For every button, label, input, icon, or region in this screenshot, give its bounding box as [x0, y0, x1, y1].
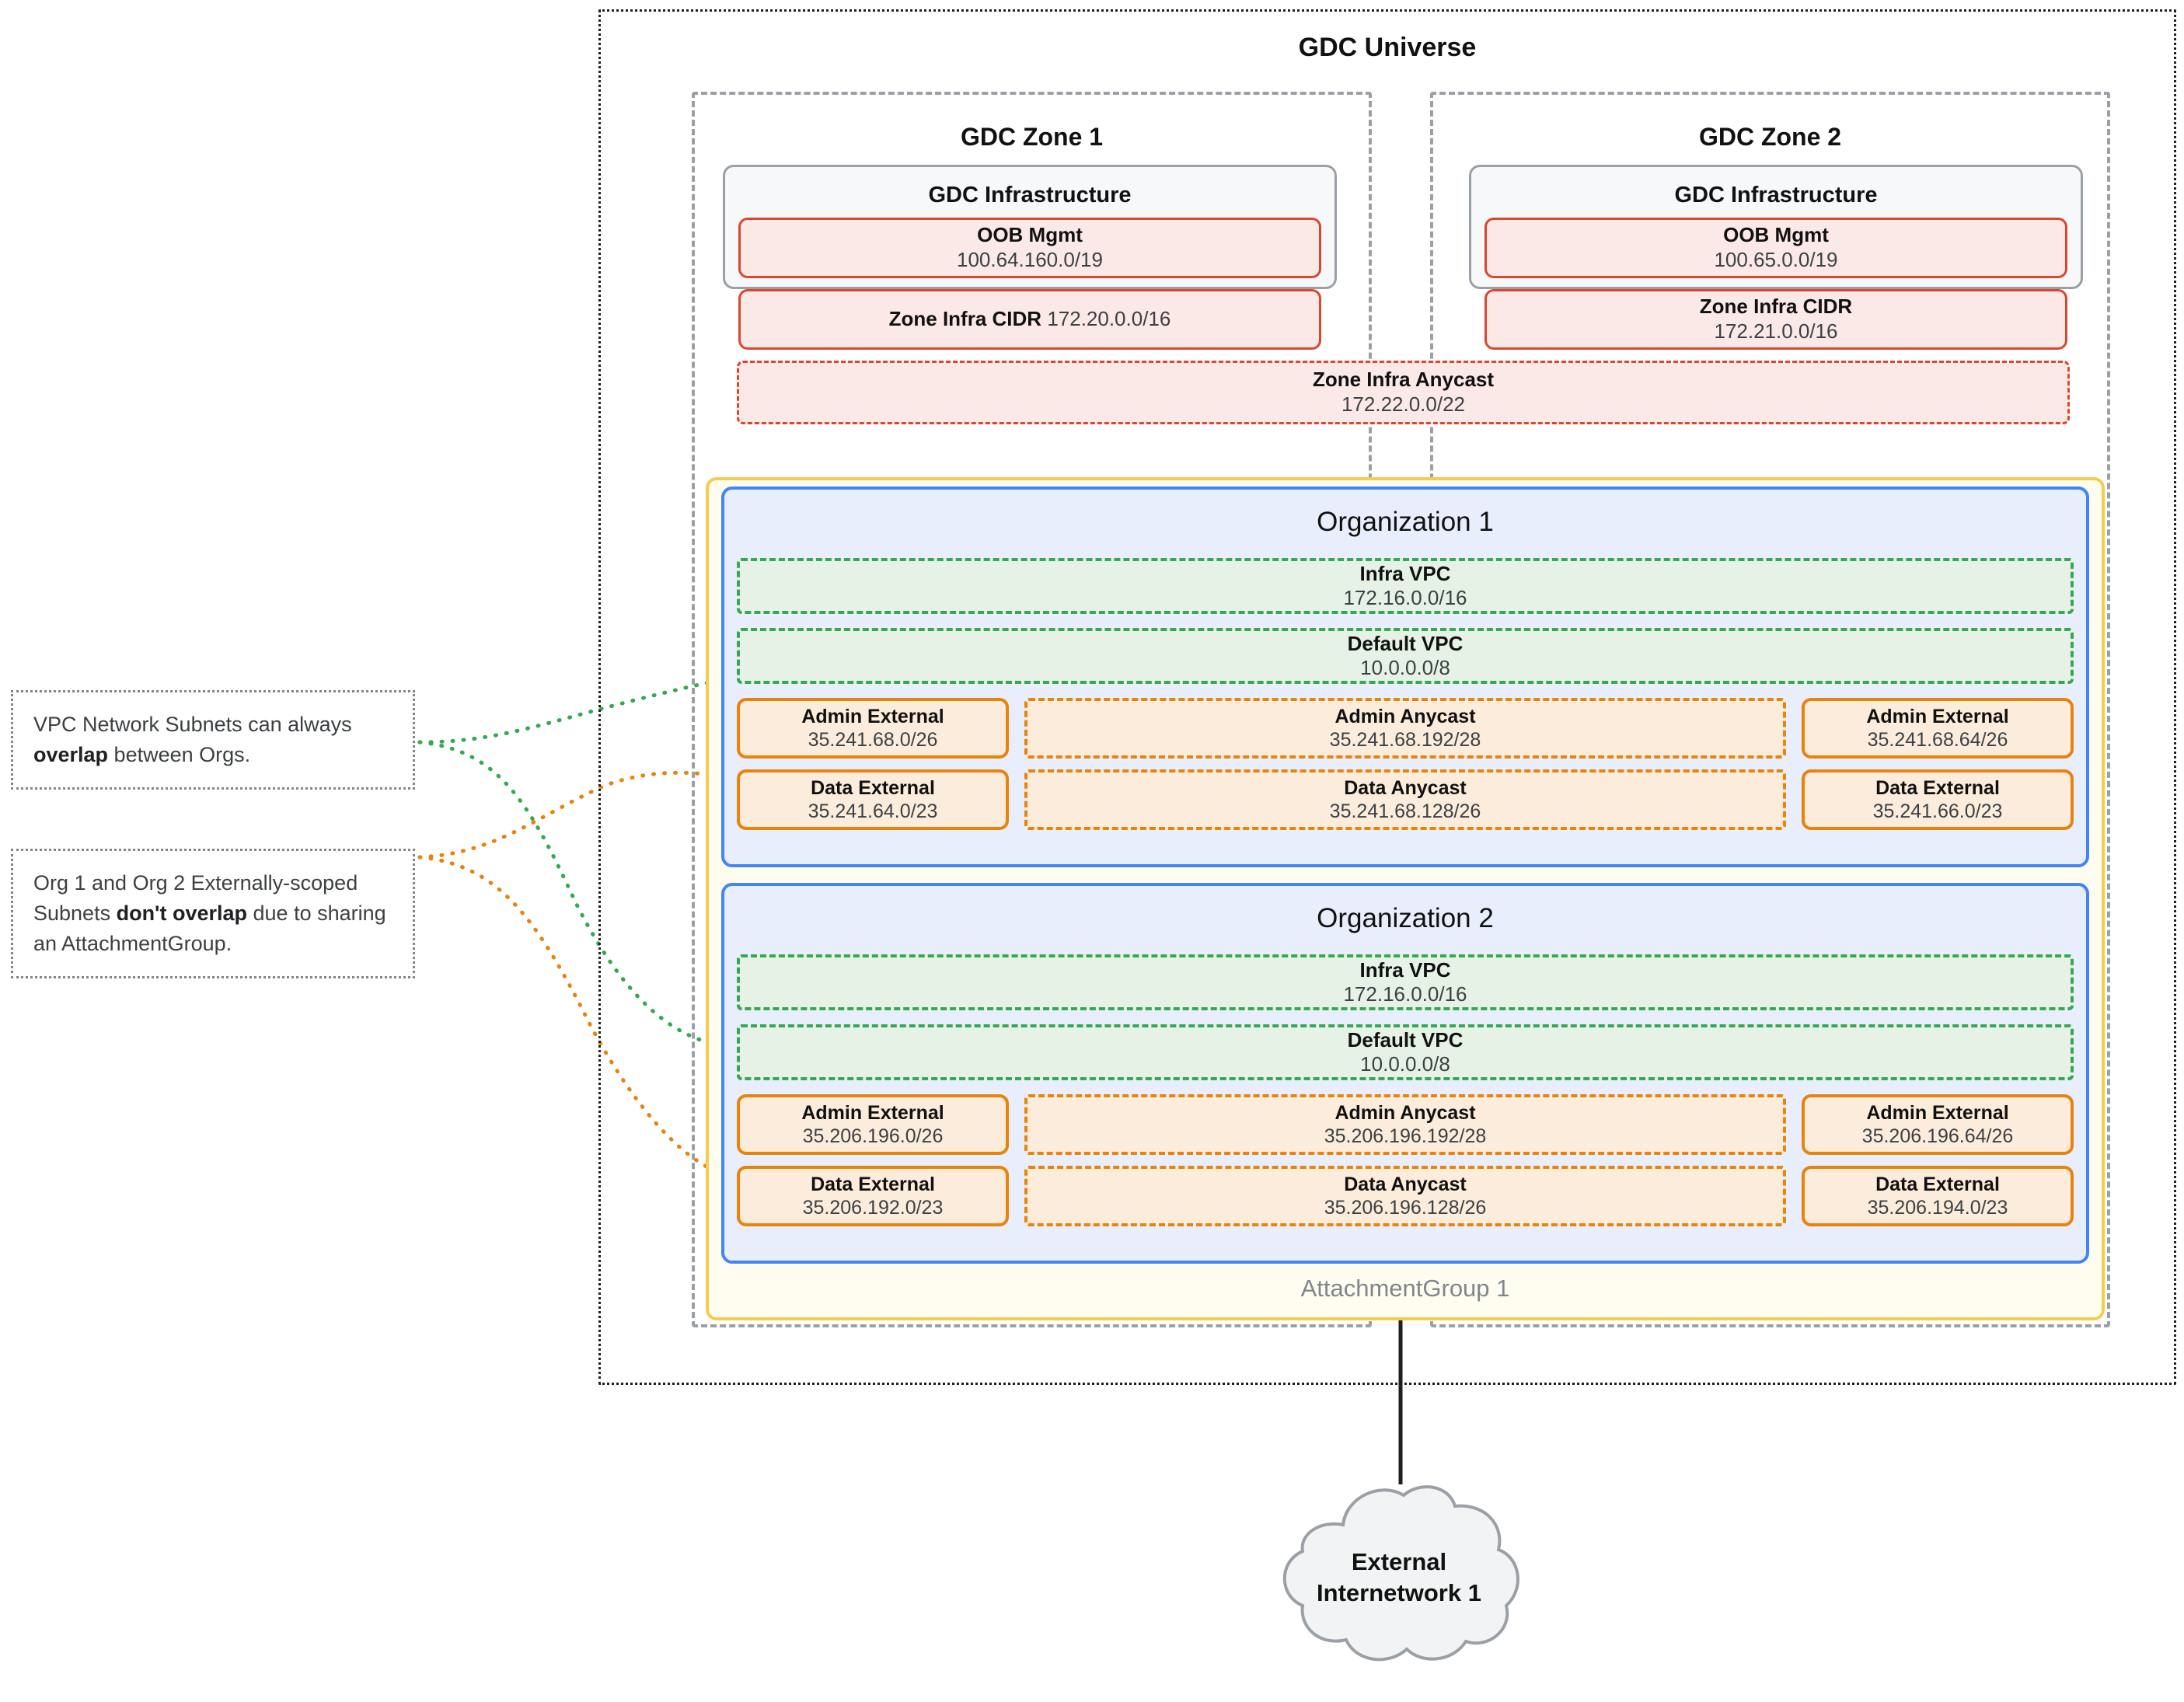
callout-external-no-overlap-emphasis: don't overlap [116, 902, 248, 926]
gdc-infrastructure-zone-2-title: GDC Infrastructure [1674, 183, 1878, 208]
zone-infra-cidr-zone-1-label: Zone Infra CIDR [888, 307, 1042, 331]
org1-data-external-right-cidr: 35.241.66.0/23 [1872, 800, 2003, 822]
org2-data-anycast-cidr: 35.206.196.128/26 [1324, 1197, 1487, 1219]
gdc-zone-1-title: GDC Zone 1 [960, 123, 1104, 151]
gdc-universe-title: GDC Universe [1298, 33, 1477, 62]
zone-infra-cidr-zone-1-inline: Zone Infra CIDR 172.20.0.0/16 [889, 307, 1171, 332]
org1-admin-anycast: Admin Anycast 35.241.68.192/28 [1024, 698, 1786, 759]
callout-external-no-overlap-text-before: Org 1 and Org 2 Externally-scoped Subnet… [33, 871, 358, 926]
callout-vpc-overlap: VPC Network Subnets can always overlap b… [11, 690, 415, 790]
oob-mgmt-zone-1-cidr: 100.64.160.0/19 [957, 248, 1103, 271]
org2-infra-vpc: Infra VPC 172.16.0.0/16 [737, 954, 2074, 1010]
org2-data-external-left-label: Data External [811, 1174, 935, 1195]
external-internetwork-line2: Internetwork 1 [1317, 1579, 1481, 1607]
organization-2-title: Organization 2 [1317, 903, 1494, 933]
org1-admin-anycast-cidr: 35.241.68.192/28 [1329, 729, 1481, 751]
oob-mgmt-zone-2: OOB Mgmt 100.65.0.0/19 [1484, 218, 2067, 278]
external-internetwork-cloud-shape [1282, 1485, 1519, 1662]
org1-admin-external-right-label: Admin External [1866, 706, 2009, 727]
oob-mgmt-zone-1: OOB Mgmt 100.64.160.0/19 [738, 218, 1321, 278]
org1-admin-external-left: Admin External 35.241.68.0/26 [737, 698, 1009, 759]
gdc-zone-2-title: GDC Zone 2 [1698, 123, 1842, 151]
organization-1-title: Organization 1 [1317, 507, 1494, 537]
org1-infra-vpc-cidr: 172.16.0.0/16 [1343, 586, 1467, 609]
org1-admin-external-left-cidr: 35.241.68.0/26 [808, 729, 938, 751]
org2-data-external-right-cidr: 35.206.194.0/23 [1867, 1197, 2008, 1219]
org2-default-vpc: Default VPC 10.0.0.0/8 [737, 1024, 2074, 1080]
org1-admin-external-right-cidr: 35.241.68.64/26 [1867, 729, 2008, 751]
org2-admin-external-left-cidr: 35.206.196.0/26 [802, 1125, 944, 1147]
org1-data-external-right-label: Data External [1875, 777, 2000, 799]
org1-admin-anycast-label: Admin Anycast [1334, 706, 1476, 727]
org1-admin-external-right: Admin External 35.241.68.64/26 [1802, 698, 2074, 759]
oob-mgmt-zone-2-cidr: 100.65.0.0/19 [1714, 248, 1838, 271]
org1-infra-vpc: Infra VPC 172.16.0.0/16 [737, 558, 2074, 614]
external-internetwork-line1: External [1351, 1548, 1447, 1575]
org1-admin-external-left-label: Admin External [801, 706, 944, 727]
org2-admin-anycast: Admin Anycast 35.206.196.192/28 [1024, 1094, 1786, 1155]
oob-mgmt-zone-1-label: OOB Mgmt [977, 223, 1083, 247]
callout-vpc-overlap-emphasis: overlap [33, 743, 109, 767]
zone-infra-cidr-zone-2-cidr: 172.21.0.0/16 [1714, 319, 1838, 343]
callout-external-no-overlap: Org 1 and Org 2 Externally-scoped Subnet… [11, 849, 415, 979]
org1-default-vpc-label: Default VPC [1347, 631, 1464, 655]
callout-vpc-overlap-text-before: VPC Network Subnets can always [33, 713, 352, 736]
org1-data-external-right: Data External 35.241.66.0/23 [1802, 769, 2074, 830]
org2-admin-anycast-label: Admin Anycast [1334, 1102, 1476, 1124]
org2-data-anycast: Data Anycast 35.206.196.128/26 [1024, 1166, 1786, 1226]
gdc-infrastructure-zone-1-title: GDC Infrastructure [928, 183, 1132, 208]
org1-data-anycast-label: Data Anycast [1344, 777, 1467, 799]
org2-data-external-left: Data External 35.206.192.0/23 [737, 1166, 1009, 1226]
org2-admin-external-right: Admin External 35.206.196.64/26 [1802, 1094, 2074, 1155]
callout-vpc-overlap-text-after: between Orgs. [108, 743, 251, 767]
org2-admin-external-left: Admin External 35.206.196.0/26 [737, 1094, 1009, 1155]
org2-data-external-right: Data External 35.206.194.0/23 [1802, 1166, 2074, 1226]
org2-admin-anycast-cidr: 35.206.196.192/28 [1324, 1125, 1487, 1147]
zone-infra-cidr-zone-2-label: Zone Infra CIDR [1699, 295, 1853, 319]
org2-admin-external-left-label: Admin External [801, 1102, 944, 1124]
org2-infra-vpc-cidr: 172.16.0.0/16 [1343, 982, 1467, 1006]
org1-data-anycast-cidr: 35.241.68.128/26 [1329, 800, 1481, 822]
zone-infra-cidr-zone-2: Zone Infra CIDR 172.21.0.0/16 [1484, 289, 2067, 350]
org2-default-vpc-cidr: 10.0.0.0/8 [1360, 1052, 1450, 1076]
external-internetwork-label: External Internetwork 1 [1259, 1547, 1539, 1610]
zone-infra-anycast-cidr: 172.22.0.0/22 [1341, 392, 1466, 416]
org2-data-anycast-label: Data Anycast [1344, 1174, 1467, 1195]
callout-external-no-overlap-text-after: due to sharing an AttachmentGroup. [33, 902, 386, 956]
org1-data-external-left: Data External 35.241.64.0/23 [737, 769, 1009, 830]
gdc-universe-container [598, 9, 2176, 1385]
zone-infra-cidr-zone-1: Zone Infra CIDR 172.20.0.0/16 [738, 289, 1321, 350]
org1-data-external-left-label: Data External [811, 777, 935, 799]
org1-default-vpc-cidr: 10.0.0.0/8 [1360, 656, 1450, 679]
zone-infra-cidr-zone-1-cidr: 172.20.0.0/16 [1047, 307, 1171, 331]
oob-mgmt-zone-2-label: OOB Mgmt [1723, 223, 1829, 247]
org1-data-external-left-cidr: 35.241.64.0/23 [808, 800, 938, 822]
attachment-group-label: AttachmentGroup 1 [1300, 1275, 1510, 1302]
org2-admin-external-right-label: Admin External [1866, 1102, 2009, 1124]
org2-data-external-right-label: Data External [1875, 1174, 2000, 1195]
org2-infra-vpc-label: Infra VPC [1359, 957, 1451, 982]
org1-default-vpc: Default VPC 10.0.0.0/8 [737, 628, 2074, 684]
org2-data-external-left-cidr: 35.206.192.0/23 [802, 1197, 944, 1219]
org1-data-anycast: Data Anycast 35.241.68.128/26 [1024, 769, 1786, 830]
zone-infra-anycast-label: Zone Infra Anycast [1312, 368, 1495, 392]
org1-infra-vpc-label: Infra VPC [1359, 561, 1451, 585]
org2-default-vpc-label: Default VPC [1347, 1027, 1464, 1052]
org2-admin-external-right-cidr: 35.206.196.64/26 [1861, 1125, 2014, 1147]
zone-infra-anycast: Zone Infra Anycast 172.22.0.0/22 [737, 361, 2070, 424]
